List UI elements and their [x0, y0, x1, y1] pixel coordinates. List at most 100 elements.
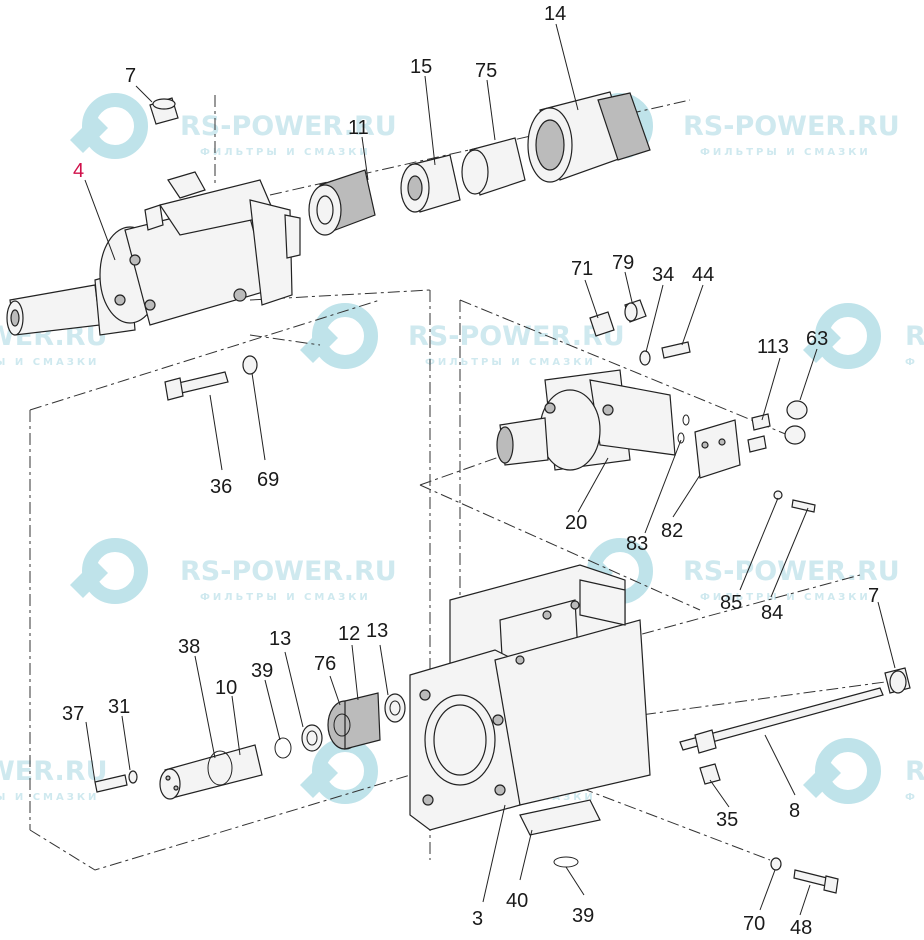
label-14: 14: [544, 3, 566, 25]
part-84-bolt: [791, 499, 816, 513]
watermark-brand-edge: R: [905, 756, 924, 787]
part-36-bolt: [164, 371, 229, 401]
part-4-pump-assembly: [6, 171, 301, 336]
label-79: 79: [612, 252, 634, 274]
part-70-washer: [770, 857, 782, 871]
label-39-bottom: 39: [572, 905, 594, 927]
part-39-o-ring-bottom: [553, 856, 579, 868]
watermark-tagline-partial: Ы И СМАЗКИ: [0, 792, 99, 803]
watermark-bottom-left: WER.RU Ы И СМАЗКИ: [0, 756, 108, 803]
part-63-nuts: [784, 400, 808, 445]
part-35-nut: [699, 763, 721, 785]
label-63: 63: [806, 328, 828, 350]
rs-power-logo-icon: [70, 538, 148, 604]
label-10: 10: [215, 677, 237, 699]
watermark-top-left: RS-POWER.RU ФИЛЬТРЫ И СМАЗКИ: [70, 93, 397, 159]
part-12-gear: [327, 692, 381, 750]
label-3: 3: [472, 908, 483, 930]
label-20: 20: [565, 512, 587, 534]
label-7-top: 7: [125, 65, 136, 87]
part-75-bushing: [461, 137, 526, 196]
part-113-fittings: [747, 413, 771, 453]
label-31: 31: [108, 696, 130, 718]
watermark-brand-partial: WER.RU: [0, 756, 108, 787]
watermark-tagline: ФИЛЬТРЫ И СМАЗКИ: [200, 147, 371, 158]
label-69: 69: [257, 469, 279, 491]
part-8-shaft: [679, 687, 884, 754]
label-12: 12: [338, 623, 360, 645]
part-10-pin: [159, 744, 263, 800]
part-76-snap-ring: [333, 713, 351, 737]
label-38: 38: [178, 636, 200, 658]
part-83-o-rings: [677, 414, 690, 444]
label-4-highlighted: 4: [73, 160, 84, 182]
part-31-washer: [128, 770, 138, 784]
watermark-tagline: ФИЛЬТРЫ И СМАЗКИ: [700, 147, 871, 158]
part-13-washer-right: [384, 693, 406, 723]
part-7-plug: [149, 97, 179, 125]
watermark-tagline: ФИЛЬТРЫ И СМАЗКИ: [425, 357, 596, 368]
watermark-brand: RS-POWER.RU: [408, 321, 625, 352]
part-44-bolt: [661, 341, 691, 359]
label-70: 70: [743, 913, 765, 935]
part-34-washer: [639, 350, 651, 366]
part-85-washer: [773, 490, 783, 500]
part-37-bolt: [94, 774, 128, 793]
label-113: 113: [757, 336, 789, 358]
watermark-brand: RS-POWER.RU: [683, 111, 900, 142]
part-71-fitting: [589, 311, 615, 337]
watermark-tagline-edge: Ф: [905, 357, 918, 368]
label-44: 44: [692, 264, 714, 286]
label-34: 34: [652, 264, 674, 286]
label-13-right: 13: [366, 620, 388, 642]
label-82: 82: [661, 520, 683, 542]
watermark-center-left: RS-POWER.RU ФИЛЬТРЫ И СМАЗКИ: [70, 538, 397, 604]
watermark-brand-edge: R: [905, 321, 924, 352]
rs-power-logo-icon: [803, 738, 881, 804]
rs-power-logo-icon: [300, 303, 378, 369]
label-83: 83: [626, 533, 648, 555]
label-35: 35: [716, 809, 738, 831]
rs-power-logo-icon: [70, 93, 148, 159]
part-20-motor-assembly: [496, 369, 676, 471]
watermark-mid-right: R Ф: [803, 303, 924, 369]
part-labels: 7 4 11 15 75 14 71 79 34 44 113 63 36 69…: [62, 3, 879, 939]
label-39-left: 39: [251, 660, 273, 682]
label-11: 11: [348, 117, 369, 139]
label-36: 36: [210, 476, 232, 498]
watermark-mid-center: RS-POWER.RU ФИЛЬТРЫ И СМАЗКИ: [300, 303, 625, 369]
part-82-block: [694, 419, 741, 479]
part-15-sleeve: [400, 154, 461, 213]
rs-power-logo-icon: [803, 303, 881, 369]
part-40-gasket: [519, 799, 601, 836]
label-13-left: 13: [269, 628, 291, 650]
label-84: 84: [761, 602, 783, 624]
watermark-tagline-edge: Ф: [905, 792, 918, 803]
part-38-snap-ring: [207, 750, 233, 786]
label-48: 48: [790, 917, 812, 939]
watermark-brand: RS-POWER.RU: [683, 556, 900, 587]
leader-lines: [84, 23, 896, 916]
label-75: 75: [475, 60, 497, 82]
label-37: 37: [62, 703, 84, 725]
watermark-tagline: ФИЛЬТРЫ И СМАЗКИ: [200, 592, 371, 603]
part-48-bolt: [793, 869, 839, 894]
part-69-washer: [242, 355, 258, 375]
watermark-brand: RS-POWER.RU: [180, 556, 397, 587]
part-13-washer-left: [301, 724, 323, 752]
watermark-bottom-right: R Ф: [803, 738, 924, 804]
label-76: 76: [314, 653, 336, 675]
label-15: 15: [410, 56, 432, 78]
label-40: 40: [506, 890, 528, 912]
part-79-nut: [624, 299, 647, 323]
label-7-right: 7: [868, 585, 879, 607]
label-8: 8: [789, 800, 800, 822]
watermark-tagline-partial: Ы И СМАЗКИ: [0, 357, 99, 368]
part-11-gear: [308, 169, 376, 236]
label-71: 71: [571, 258, 593, 280]
watermark-tagline: ФИЛЬТРЫ И СМАЗКИ: [700, 592, 871, 603]
part-3-housing: [409, 564, 651, 831]
part-7-plug-right: [884, 667, 911, 694]
part-39-o-ring: [274, 737, 292, 759]
